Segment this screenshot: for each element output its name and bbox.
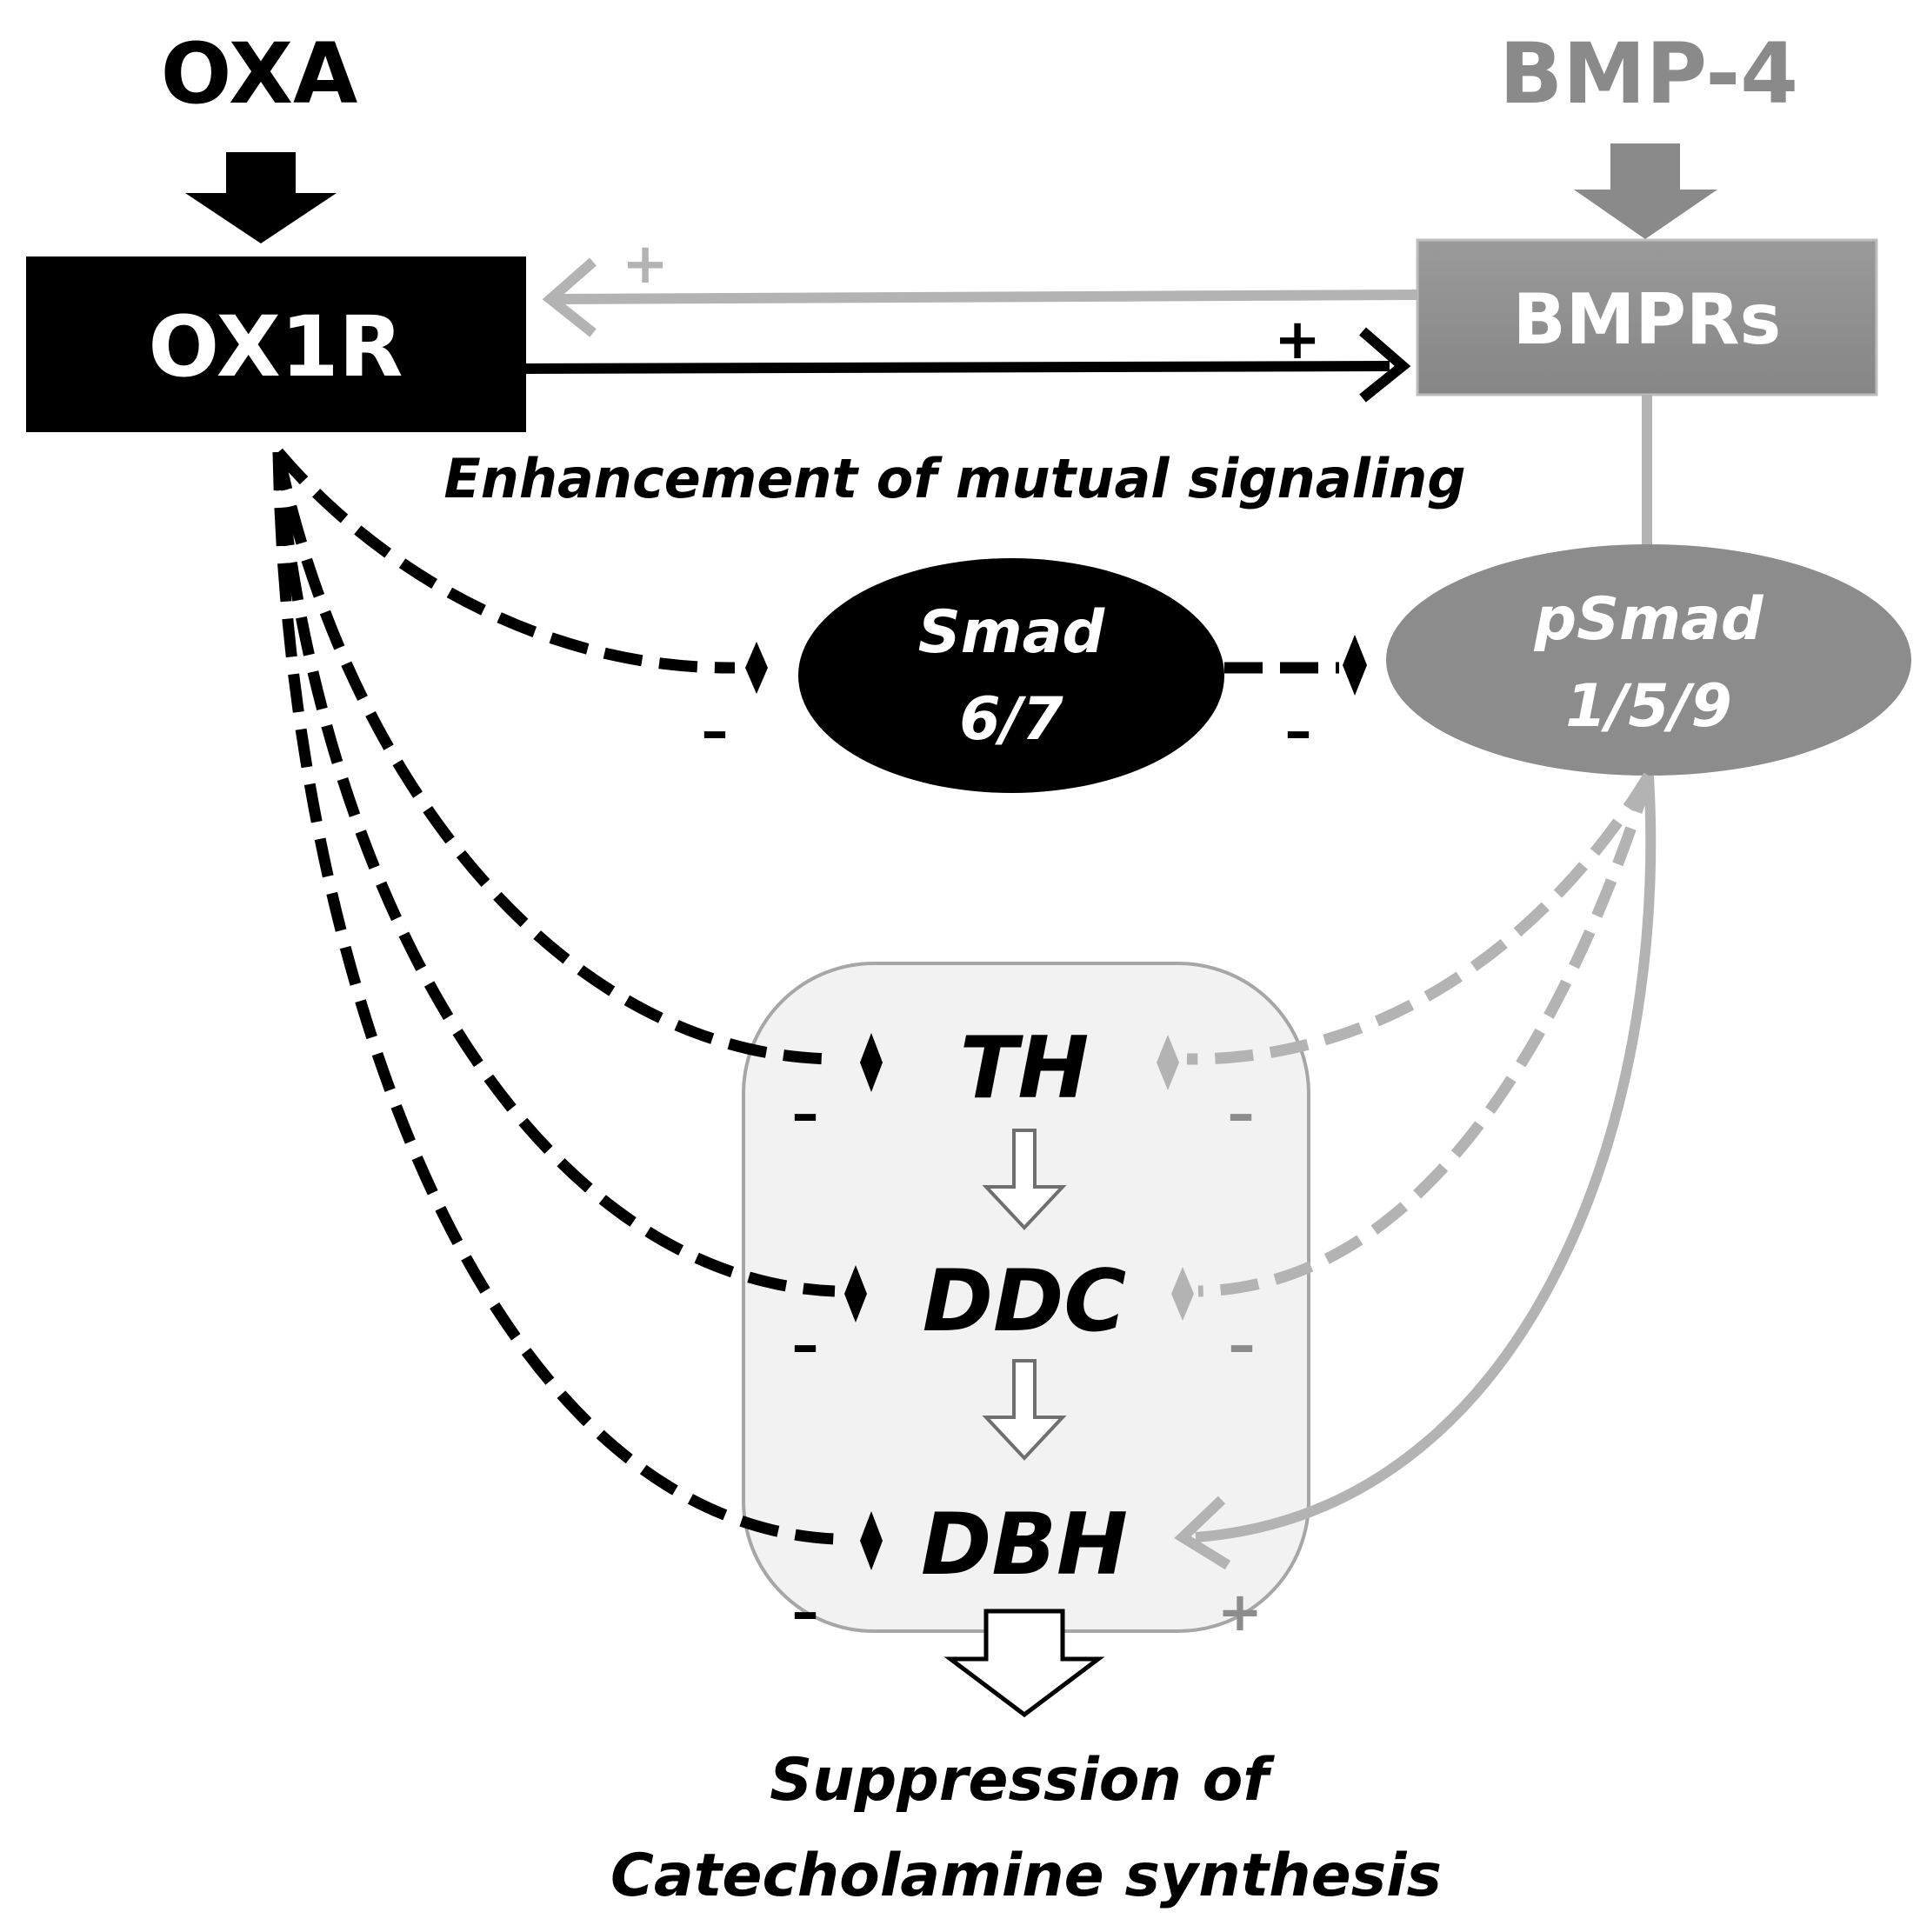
th-label: TH [960,1019,1090,1118]
psmad-minus-sign: – [1285,699,1312,763]
bmp4-down-arrow [1574,143,1717,239]
ddc-label: DDC [923,1252,1127,1351]
th-right-diamond [1157,1035,1179,1090]
bmprs-receptor-box: BMPRs [1416,238,1878,396]
bmprs-to-ox1r-arrow [542,257,1418,337]
mutual-signaling-caption: Enhancement of mutual signaling [443,447,1465,510]
smad67-minus-sign: – [702,699,729,763]
ox1r-to-th-inhibition [272,450,836,1065]
smad67-label-line1: Smad [918,598,1106,667]
outcome-line1: Suppression of [770,1746,1275,1815]
ox1r-enzyme-inhibitions [272,450,836,1545]
psmad159-node: pSmad 1/5/9 [1386,544,1911,776]
psmad-to-dbh-activation [1195,775,1657,1542]
oxa-down-arrow [185,152,337,243]
ddc-left-sign: – [792,1313,819,1376]
th-left-sign: – [792,1082,819,1145]
plus-bmp-to-ox-sign: + [622,232,669,296]
dbh-right-sign: + [1217,1580,1263,1643]
ox1r-label: OX1R [149,298,403,396]
ox1r-to-dbh-inhibition [272,451,836,1545]
dbh-left-diamond [860,1511,883,1570]
ddc-left-diamond [844,1265,867,1322]
th-left-diamond [860,1033,883,1092]
dbh-label: DBH [921,1496,1128,1595]
ddc-to-dbh-arrow [982,1359,1067,1461]
psmad-to-ddc-inhibition [1197,774,1655,1297]
ddc-right-sign: – [1229,1313,1256,1376]
bmprs-label: BMPRs [1513,279,1781,360]
outcome-line2: Catecholamine synthesis [610,1842,1442,1910]
dbh-activation-arrowhead [1174,1496,1231,1570]
dbh-left-sign: – [792,1580,819,1643]
ox1r-to-bmprs-arrow [525,327,1411,403]
psmad-to-th-inhibition [1186,772,1654,1065]
oxa-label: OXA [161,25,358,123]
th-to-ddc-arrow [982,1129,1067,1230]
psmad-inhibition-diamond [1343,635,1367,696]
ddc-right-diamond [1171,1267,1194,1321]
psmad-enzyme-effects [1174,772,1657,1570]
psmad159-label-line2: 1/5/9 [1565,672,1732,741]
plus-ox-to-bmp-sign: + [1274,308,1321,372]
ox1r-receptor-box: OX1R [26,256,526,432]
smad67-node: Smad 6/7 [798,558,1224,793]
smad67-label-line2: 6/7 [959,685,1063,754]
th-right-sign: – [1228,1082,1255,1145]
psmad159-label-line1: pSmad [1533,585,1763,654]
ox1r-to-smad67-inhibition [274,448,736,674]
dbh-output-arrow [943,1609,1105,1718]
smad67-inhibition-diamond [745,642,768,694]
ox1r-to-ddc-inhibition [272,451,836,1297]
bmp4-label: BMP-4 [1499,25,1798,123]
